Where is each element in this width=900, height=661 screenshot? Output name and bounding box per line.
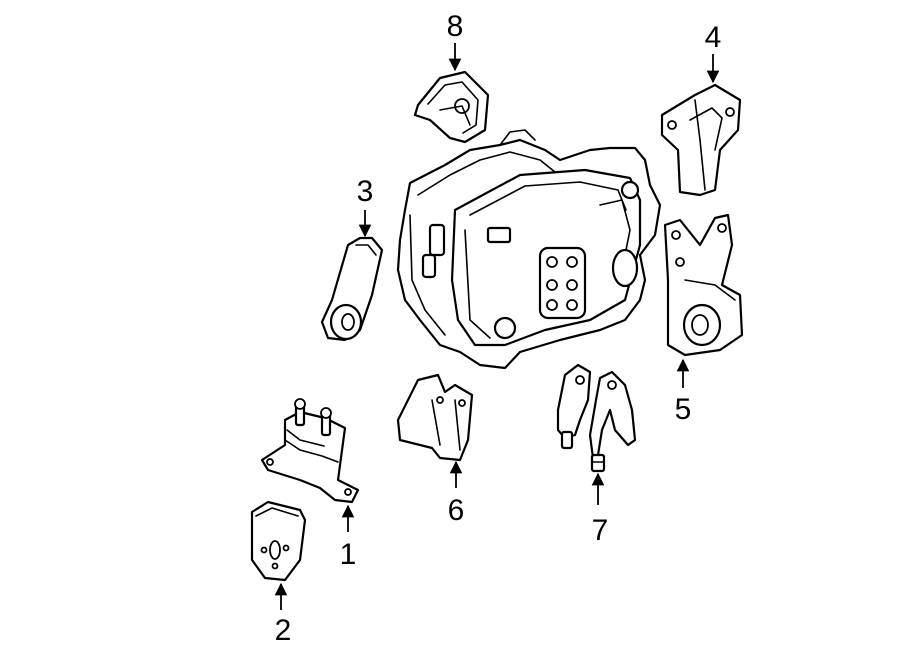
callout-label-6: 6 xyxy=(448,494,465,527)
part-5-side-mount xyxy=(663,213,744,357)
part-6-lower-bracket xyxy=(396,373,474,462)
callout-1: 1 xyxy=(340,504,357,571)
callout-8: 8 xyxy=(447,10,464,72)
callout-label-3: 3 xyxy=(357,175,374,208)
callout-4: 4 xyxy=(705,21,722,84)
transaxle-case xyxy=(396,129,662,370)
callout-label-4: 4 xyxy=(705,21,722,54)
callout-label-2: 2 xyxy=(275,614,292,647)
callout-label-1: 1 xyxy=(340,538,357,571)
part-2-mount-plate xyxy=(250,500,307,582)
callout-5: 5 xyxy=(675,358,692,426)
callout-label-5: 5 xyxy=(675,393,692,426)
part-1-engine-mount xyxy=(260,398,360,504)
part-4-upper-mount xyxy=(660,83,742,197)
callout-6: 6 xyxy=(448,460,465,527)
callout-label-7: 7 xyxy=(592,514,609,547)
callout-7: 7 xyxy=(592,472,609,547)
callout-label-8: 8 xyxy=(447,10,464,43)
callout-2: 2 xyxy=(275,582,292,647)
callout-3: 3 xyxy=(357,175,374,238)
part-8-mount-bracket xyxy=(413,70,490,144)
part-7-fork-bracket xyxy=(556,363,637,473)
part-3-left-mount xyxy=(320,236,384,342)
